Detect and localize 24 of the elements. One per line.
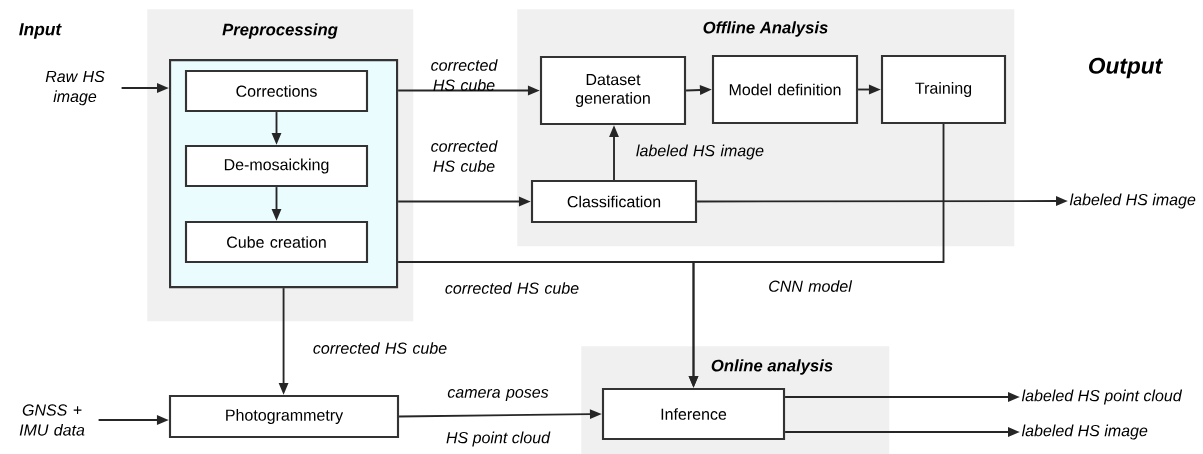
edge-label: corrected HS cube (313, 342, 447, 354)
edge-label: corrected HS cube (445, 282, 579, 294)
process-box: Dataset generation (539, 55, 687, 126)
process-box: Photogrammetry (168, 394, 400, 439)
data-label: labeled HS image (1021, 424, 1148, 440)
data-label: labeled HS image (1069, 193, 1196, 209)
data-label: GNSS + IMU data (19, 404, 85, 436)
edge-label: labeled HS image (636, 144, 764, 160)
column-heading: Input (19, 23, 62, 39)
column-heading: Output (1089, 57, 1163, 79)
process-box: Corrections (184, 69, 369, 113)
edge-label: corrected HS cube (431, 140, 498, 172)
edge-label: camera poses (447, 389, 549, 401)
edge-label: CNN model (769, 280, 853, 292)
edge-label: corrected HS cube (431, 59, 498, 91)
process-box: Inference (601, 387, 786, 441)
data-label: labeled HS point cloud (1021, 389, 1183, 405)
data-label: Raw HS image (45, 70, 105, 106)
process-box: Cube creation (184, 220, 369, 264)
process-box: Training (880, 54, 1007, 125)
process-box: De-mosaicking (184, 144, 369, 188)
text-label: HS point cloud (446, 431, 551, 447)
process-box: Classification (530, 179, 698, 224)
process-box: Model definition (711, 54, 859, 125)
